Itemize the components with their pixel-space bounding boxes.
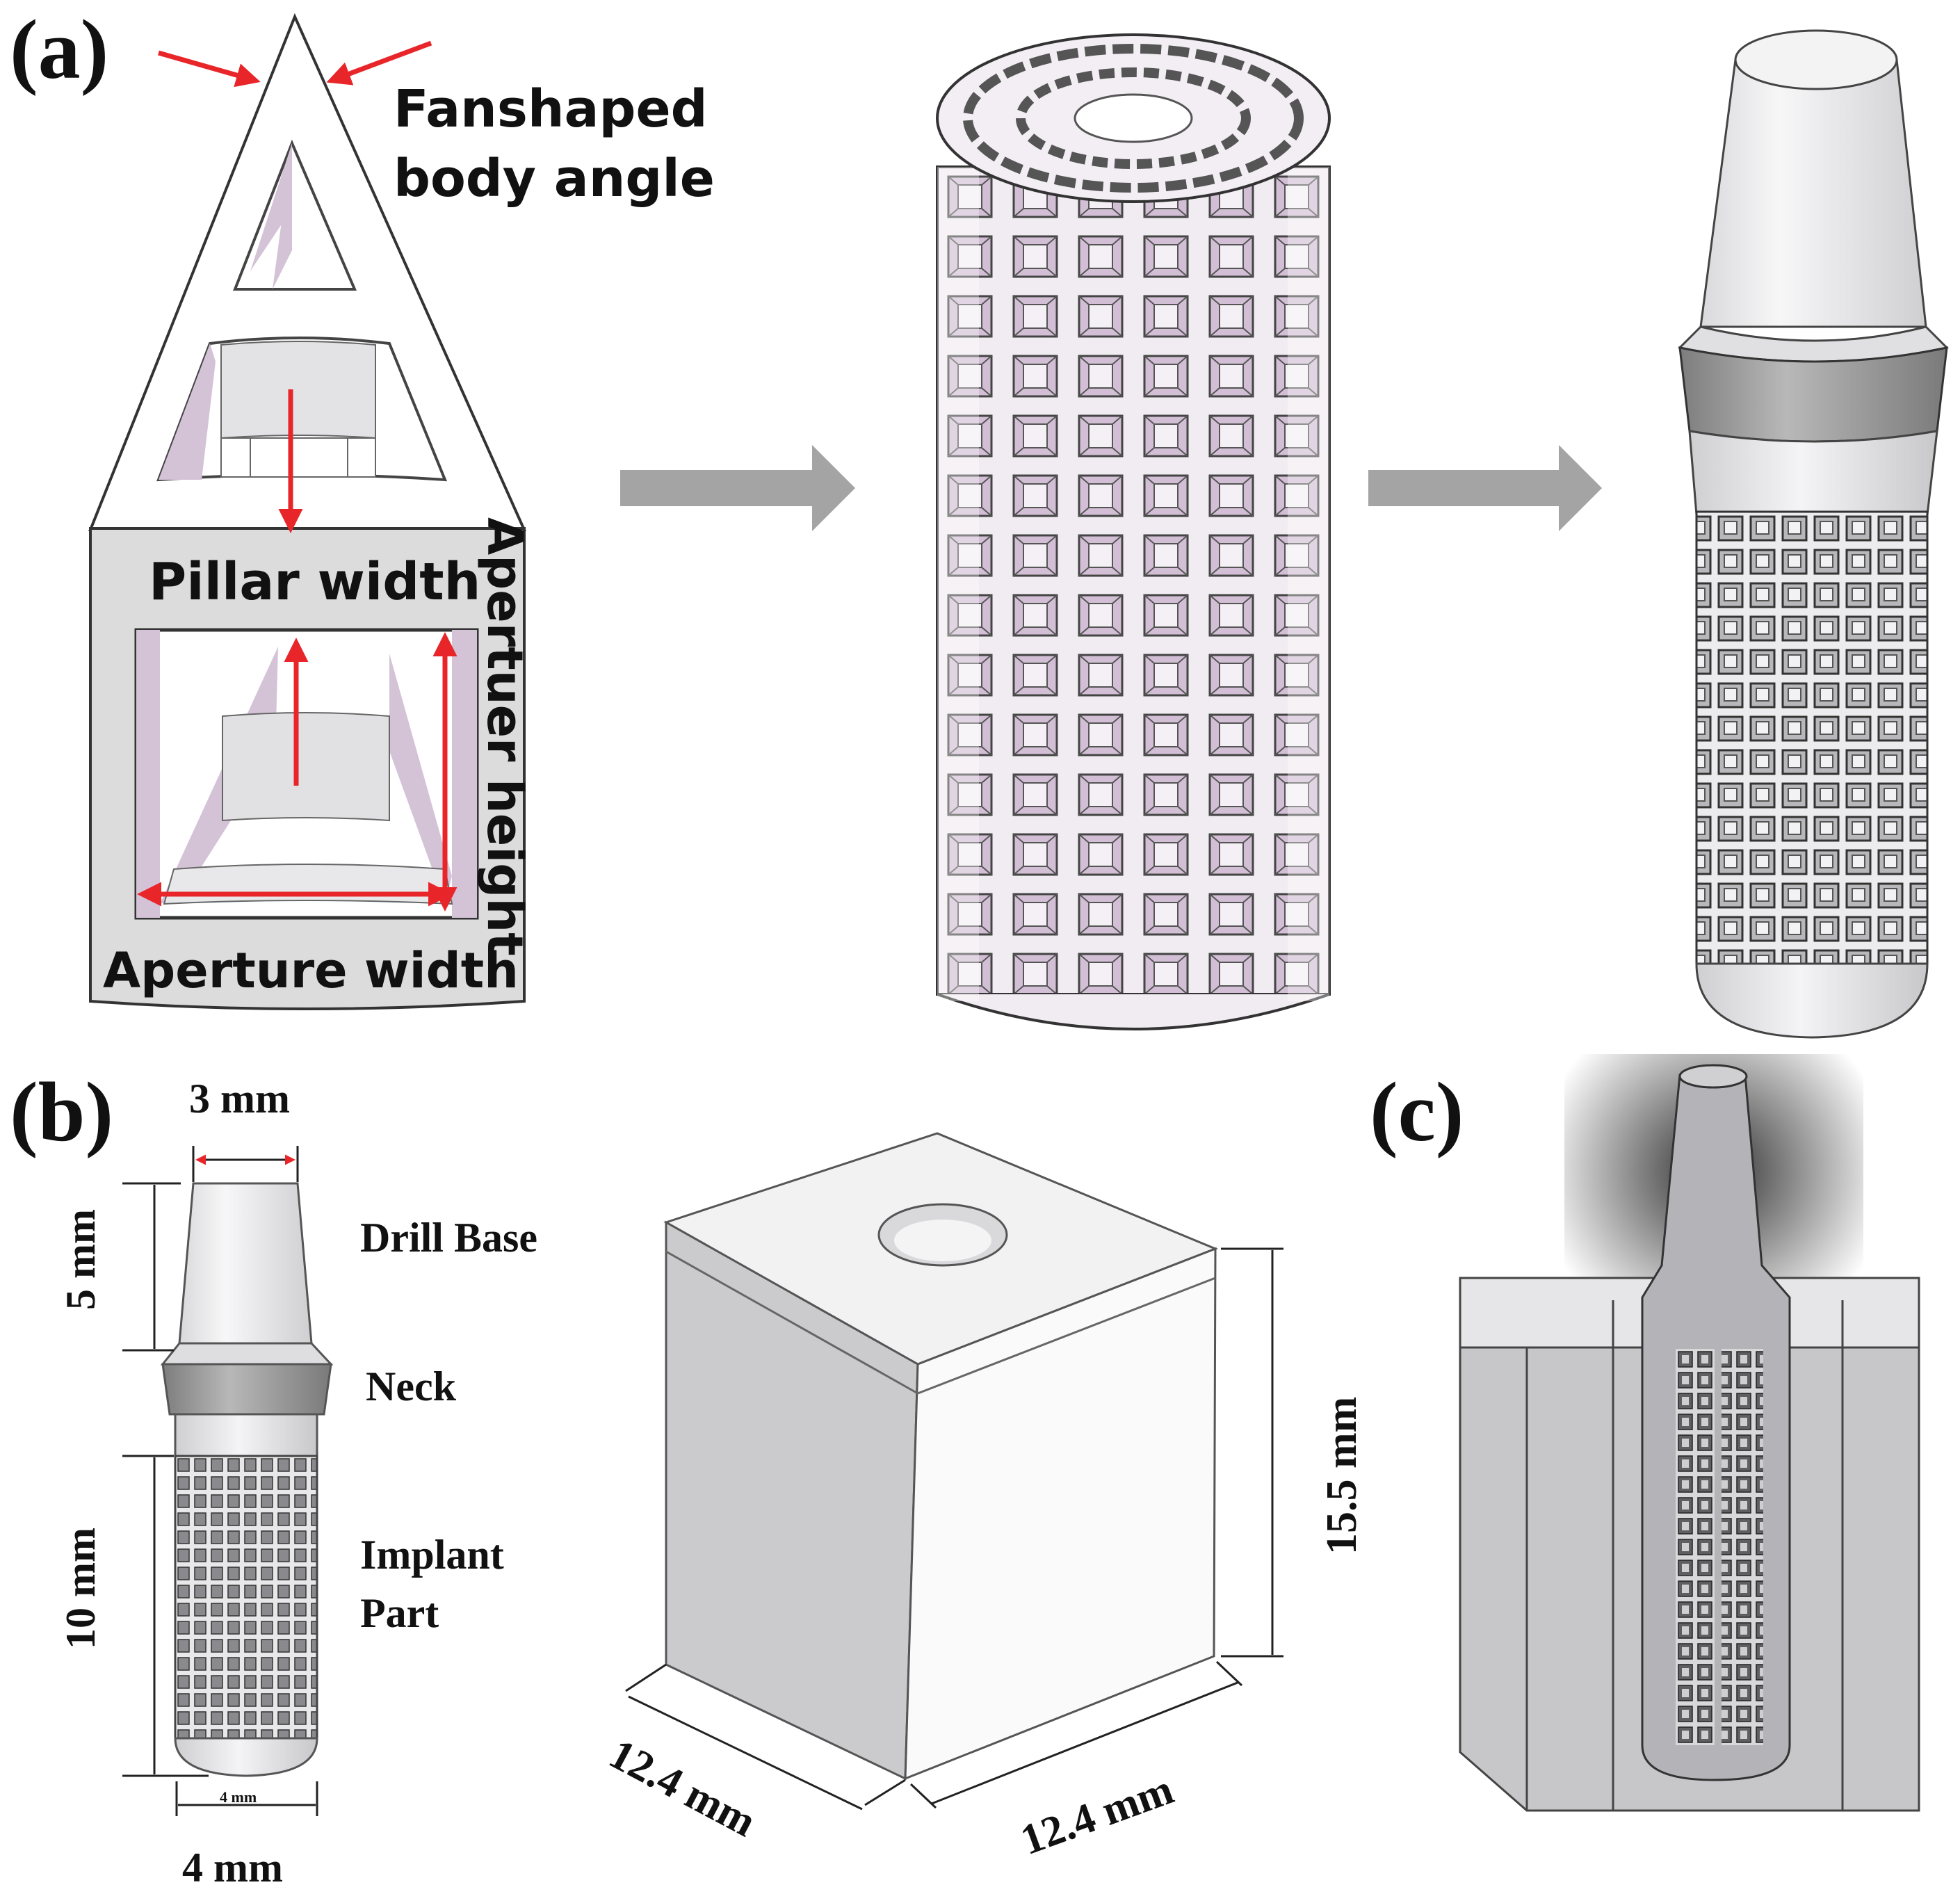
fan-angle-arrow-left <box>158 50 261 88</box>
top-width-label: 3 mm <box>189 1076 290 1122</box>
implant-part-label-line1: Implant <box>360 1532 504 1578</box>
drill-base-label: Drill Base <box>360 1215 537 1261</box>
implant-neck <box>1678 346 1948 443</box>
flow-arrow-2 <box>1368 445 1602 531</box>
block-width-label: 12.4 mm <box>1015 1766 1180 1865</box>
implant-dimension-drawing <box>122 1146 334 1816</box>
implant-cap <box>1699 58 1927 328</box>
dimension-arrows-a <box>137 40 457 912</box>
implant-in-block-section <box>1459 1054 1920 1812</box>
implant-tip <box>1695 962 1929 1039</box>
fan-angle-label-line2: body angle <box>394 149 715 209</box>
aperture-width-label: Aperture width <box>103 942 519 999</box>
neck-label: Neck <box>366 1363 457 1409</box>
block-depth-label: 12.4 mm <box>601 1730 763 1846</box>
panel-b-label: (b) <box>10 1065 113 1159</box>
bottom-width-small-label: 4 mm <box>220 1788 257 1806</box>
panel-a-label: (a) <box>10 3 108 97</box>
aperture-height-label: Apertuer height <box>476 517 533 956</box>
pillar-width-label: Pillar width <box>149 552 480 612</box>
block-right-face <box>904 1247 1217 1781</box>
bone-block <box>625 1132 1283 1811</box>
fan-angle-label-line1: Fanshaped <box>394 79 708 139</box>
panel-c-label: (c) <box>1370 1065 1464 1159</box>
flow-arrow-1 <box>620 445 855 531</box>
fan-angle-arrow-right <box>326 40 432 86</box>
drill-base-height-label: 5 mm <box>58 1209 104 1310</box>
bottom-width-label: 4 mm <box>182 1845 283 1891</box>
implant-part-label-line2: Part <box>360 1590 439 1636</box>
implant-height-label: 10 mm <box>58 1528 104 1649</box>
block-height-label: 15.5 mm <box>1318 1397 1366 1555</box>
full-implant-model <box>1677 29 1950 1039</box>
implant-lattice <box>1695 510 1929 965</box>
lattice-cylinder <box>936 33 1331 1030</box>
